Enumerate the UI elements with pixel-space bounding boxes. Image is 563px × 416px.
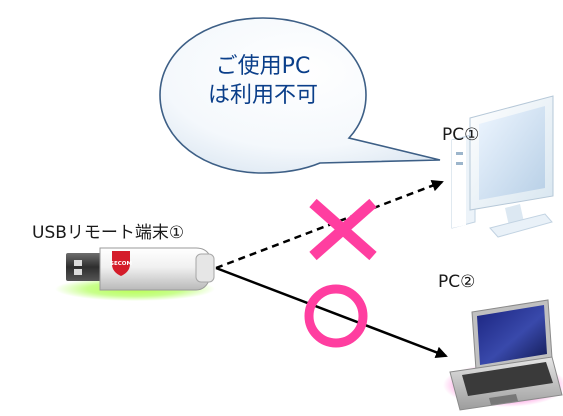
bubble-line-1: ご使用PC xyxy=(215,54,311,79)
usb-device: SECOM xyxy=(55,247,215,301)
usb-brand: SECOM xyxy=(110,261,132,267)
desktop-pc xyxy=(451,95,554,238)
bubble-line-2: は利用不可 xyxy=(207,83,318,108)
cross-mark xyxy=(309,198,377,261)
connection-line-pc1 xyxy=(215,179,444,270)
circle-mark xyxy=(304,284,368,348)
pc1-label: PC① xyxy=(442,125,480,145)
bubble-text: ご使用PC は利用不可 xyxy=(196,52,330,110)
secom-logo-icon: SECOM xyxy=(110,251,132,276)
usb-label: USBリモート端末① xyxy=(32,223,185,243)
laptop-pc xyxy=(443,299,563,411)
speech-bubble xyxy=(159,17,441,174)
pc2-label: PC② xyxy=(438,272,476,292)
connection-line-pc2 xyxy=(215,266,448,359)
